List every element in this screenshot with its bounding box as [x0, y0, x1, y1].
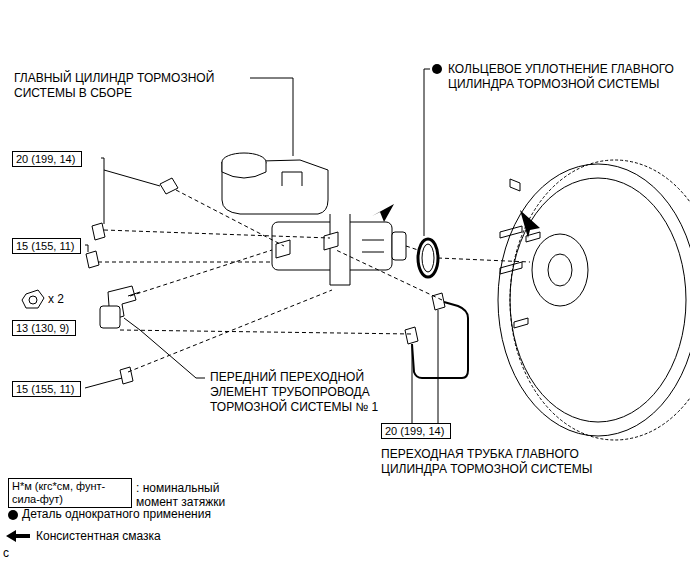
torque-value: 15 (155, 11) [16, 239, 77, 253]
legend-dot [8, 510, 18, 520]
legend-text: Деталь однократного применения [22, 507, 211, 521]
flare-nut [86, 178, 445, 384]
torque-box: 15 (155, 11) [12, 381, 81, 397]
part-label: ГЛАВНЫЙ ЦИЛИНДР ТОРМОЗНОЙ СИСТЕМЫ В СБОР… [14, 71, 248, 101]
torque-box: 20 (199, 14) [381, 423, 451, 439]
assembly-line [98, 190, 530, 372]
legend-text: Консистентная смазка [36, 529, 161, 543]
torque-value: 15 (155, 11) [16, 382, 77, 396]
adapter-bracket [100, 286, 140, 328]
single-use-dot [432, 64, 442, 74]
legend-text: : номинальный момент затяжки [136, 481, 256, 509]
legend-arrow [6, 530, 30, 542]
torque-value: 13 (130, 9) [16, 321, 72, 335]
brake-booster [498, 160, 690, 440]
grease-arrow [520, 210, 540, 238]
part-label: КОЛЬЦЕВОЕ УПЛОТНЕНИЕ ГЛАВНОГО ЦИЛИНДРА Т… [448, 62, 680, 92]
torque-value: 20 (199, 14) [385, 424, 447, 438]
master-cylinder [222, 153, 406, 285]
o-ring [418, 239, 438, 277]
nut-icon [22, 290, 44, 308]
part-label: c [3, 546, 9, 561]
torque-box: 13 (130, 9) [12, 320, 76, 336]
grease-arrow [372, 204, 394, 222]
part-label: ПЕРЕХОДНАЯ ТРУБКА ГЛАВНОГО ЦИЛИНДРА ТОРМ… [381, 447, 621, 477]
part-label: ПЕРЕДНИЙ ПЕРЕХОДНОЙ ЭЛЕМЕНТ ТРУБОПРОВОДА… [210, 370, 405, 415]
torque-value: 20 (199, 14) [16, 152, 78, 166]
legend-unit-box: Н*м (кгс*см, фунт-сила-фут) [8, 478, 132, 508]
part-label: x 2 [48, 292, 64, 307]
torque-box: 20 (199, 14) [12, 151, 82, 167]
leader-line [56, 69, 438, 430]
transfer-tube [412, 302, 468, 378]
torque-box: 15 (155, 11) [12, 238, 81, 254]
